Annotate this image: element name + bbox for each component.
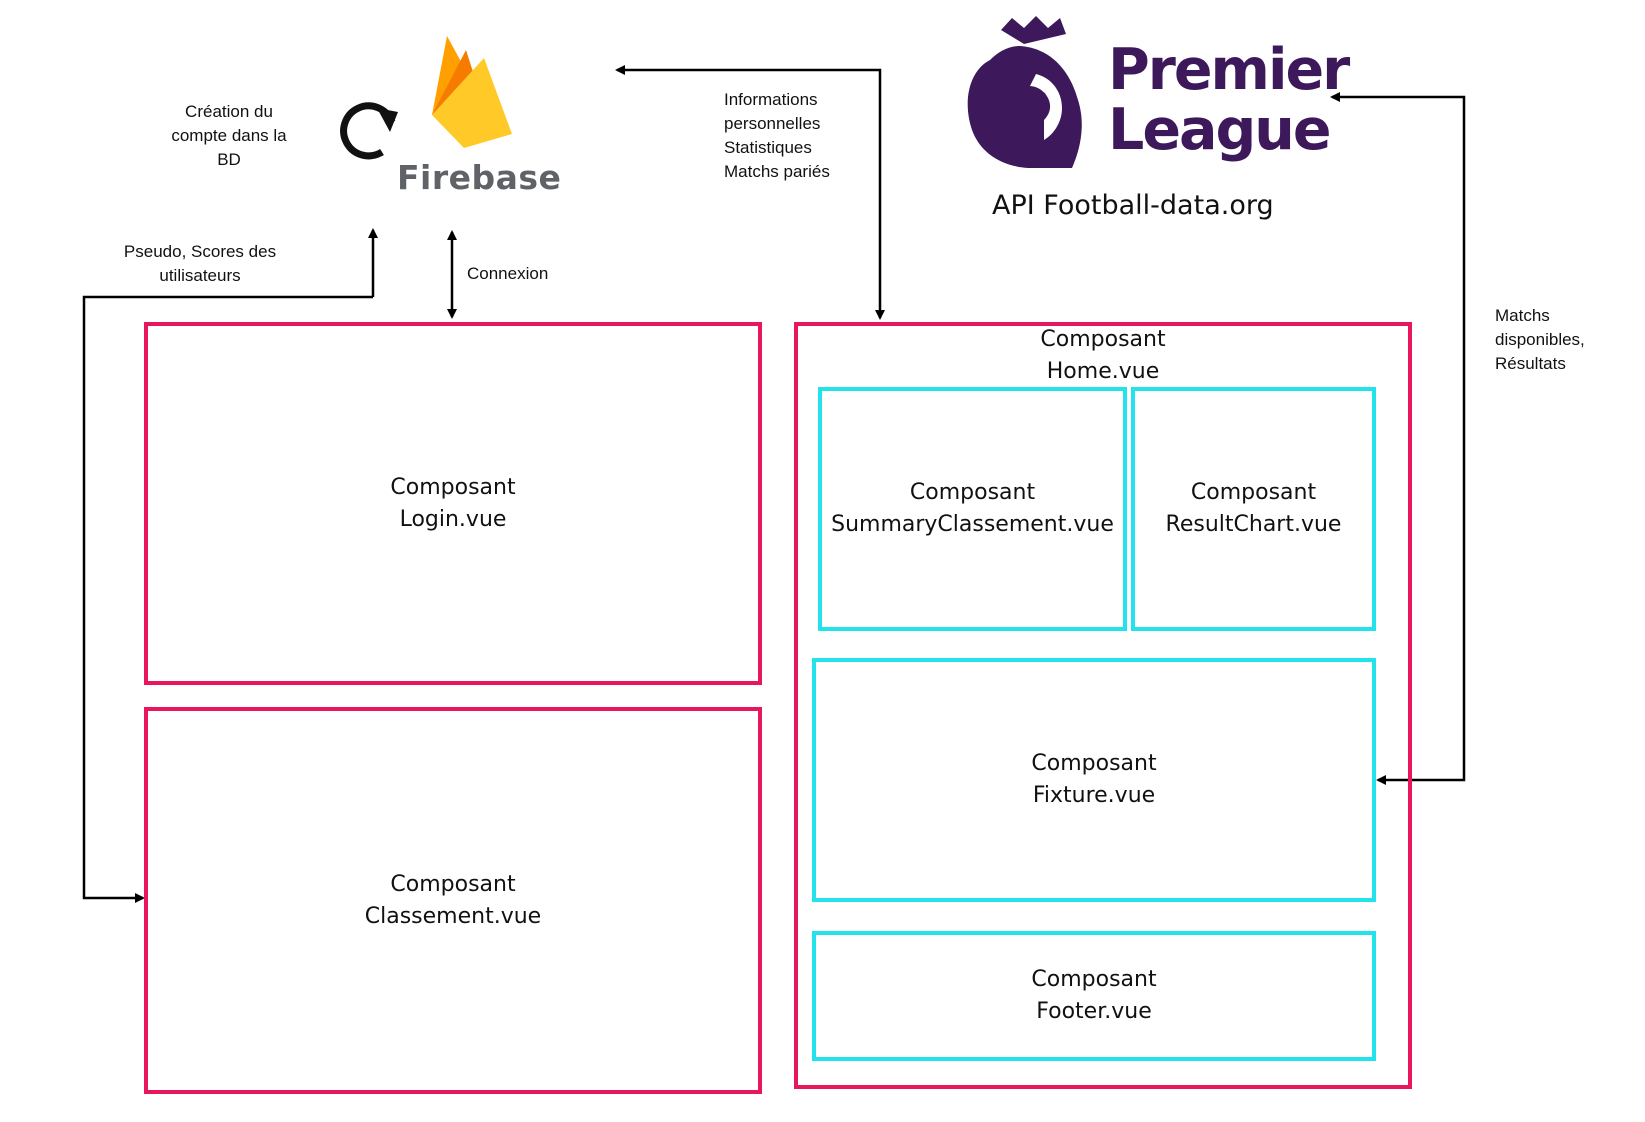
firebase-flame-icon [432,36,512,148]
home-component [794,322,1412,1089]
connexion-label: Connexion [467,264,549,283]
api-label: API Football-data.org [992,190,1274,221]
scores-label: Pseudo, Scores des utilisateurs [123,242,277,285]
premier-league-logo-text: Premier League [1108,37,1350,163]
result-chart-component: Composant ResultChart.vue [1131,387,1376,631]
home-component-title: Composant Home.vue [1040,327,1166,384]
fixture-component: Composant Fixture.vue [812,658,1376,902]
login-component: Composant Login.vue [144,322,762,685]
account-creation-label: Création du compte dans la BD [171,102,287,169]
classement-component: Composant Classement.vue [144,707,762,1094]
footer-component: Composant Footer.vue [812,931,1376,1061]
user-info-label: Informations personnelles Statistiques M… [724,90,830,181]
scores-to-classement-connector [82,295,373,903]
user-info-connector [615,65,885,320]
summary-classement-component: Composant SummaryClassement.vue [818,387,1127,631]
matches-connector [1330,92,1466,785]
premier-league-lion-icon [967,16,1082,168]
matches-label: Matchs disponibles, Résultats [1495,306,1585,373]
firebase-logo-text: Firebase [397,158,562,197]
refresh-icon [340,102,398,160]
